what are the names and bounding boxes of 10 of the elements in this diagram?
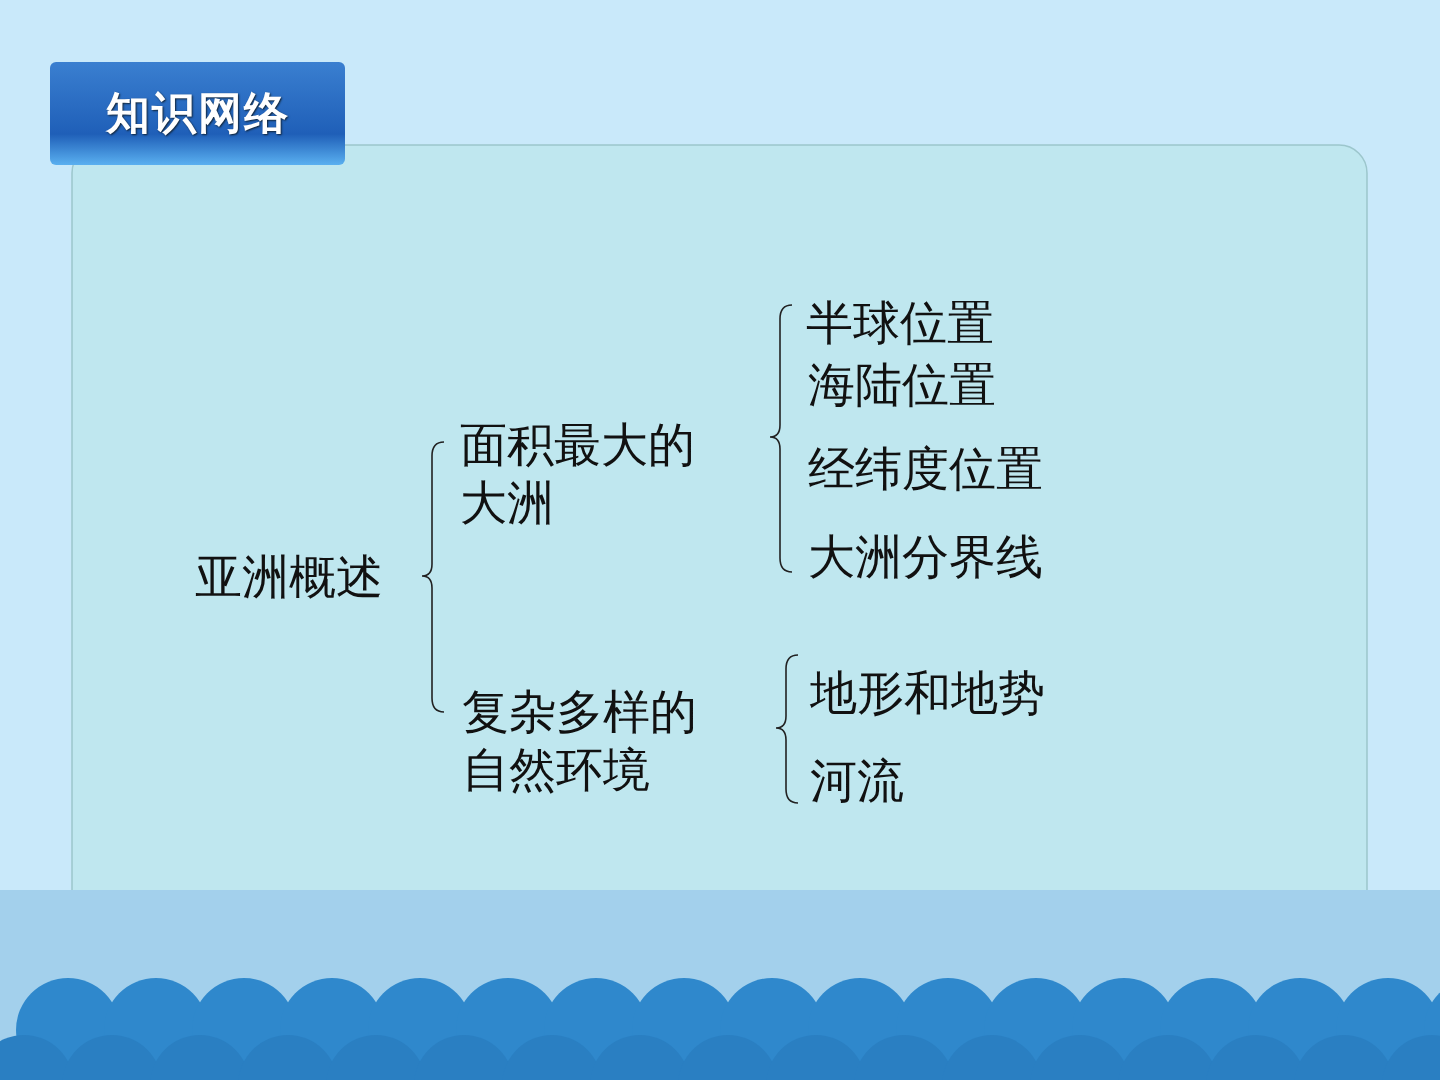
- topic-text: 地形和地势: [810, 664, 1046, 722]
- topic-text: 经纬度位置: [808, 440, 1044, 498]
- topic-text: 半球位置: [806, 294, 995, 352]
- topic-text: 大洲分界线: [808, 528, 1044, 586]
- root-topic-text: 亚洲概述: [195, 548, 384, 606]
- topic-text: 河流: [810, 752, 905, 810]
- topic-text: 复杂多样的自然环境: [462, 683, 698, 799]
- title-banner: 知识网络: [50, 62, 345, 165]
- topic-text: 面积最大的大洲: [460, 416, 696, 532]
- topic-text: 海陆位置: [808, 356, 997, 414]
